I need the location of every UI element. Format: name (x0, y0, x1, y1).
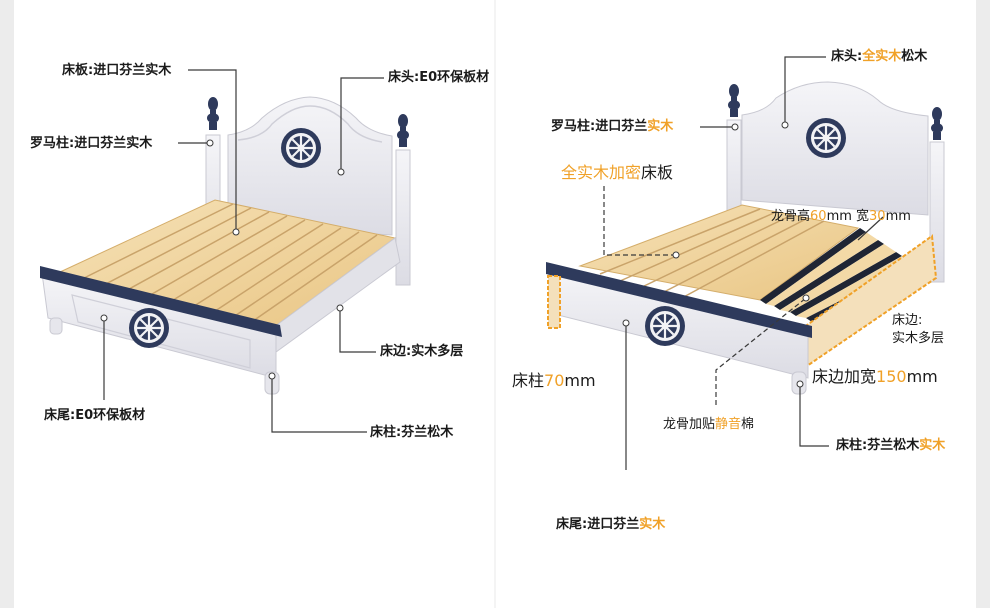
label-right-roman-post: 罗马柱:进口芬兰实木 (551, 119, 674, 134)
label-left-slats: 床板:进口芬兰实木 (62, 63, 172, 78)
right-footboard-wheel-icon (643, 304, 687, 348)
left-post-finial-icon (207, 97, 219, 130)
label-left-roman-post: 罗马柱:进口芬兰实木 (30, 136, 153, 151)
right-side-rail (798, 234, 938, 370)
label-left-leg: 床柱:芬兰松木 (370, 425, 454, 440)
label-right-joist-size: 龙骨高60mm 宽30mm (771, 209, 911, 224)
right-bed-left-finial-icon (728, 84, 740, 117)
left-bed (40, 96, 411, 395)
label-right-joist-pad: 龙骨加贴静音棉 (663, 417, 755, 432)
right-post-finial-icon (397, 114, 409, 147)
label-right-side-rail: 床边:实木多层 (892, 313, 945, 346)
right-margin-bar (976, 0, 990, 608)
label-left-headboard: 床头:E0环保板材 (388, 70, 490, 85)
right-bed-right-finial-icon (931, 107, 943, 140)
panel-divider (494, 0, 496, 608)
label-right-leg: 床柱:芬兰松木实木 (836, 438, 946, 453)
label-right-headboard: 床头:全实木松木 (831, 49, 928, 64)
label-right-slats: 全实木加密床板 (561, 163, 674, 182)
left-margin-bar (0, 0, 14, 608)
left-headboard-wheel-icon (279, 126, 323, 170)
label-right-footboard: 床尾:进口芬兰实木 (556, 517, 666, 532)
label-left-footboard: 床尾:E0环保板材 (44, 408, 146, 423)
left-leader-lines (103, 69, 384, 433)
label-right-post-size: 床柱70mm (512, 371, 596, 390)
label-left-side-rail: 床边:实木多层 (380, 344, 464, 359)
right-bed (546, 81, 945, 395)
label-right-rail-width: 床边加宽150mm (812, 367, 938, 386)
right-leader-lines (603, 56, 884, 470)
left-headboard (227, 96, 393, 236)
right-headboard-wheel-icon (804, 116, 848, 160)
left-footboard-wheel-icon (127, 306, 171, 350)
